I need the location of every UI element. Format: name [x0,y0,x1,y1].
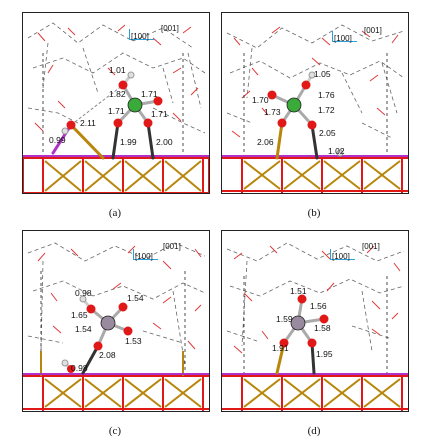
distance-label: 1.53 [125,336,142,346]
axis-indicator-icon [129,29,154,40]
distance-label: 0.99 [49,135,66,145]
direction-label-100: [100] [334,34,352,43]
distance-label: 1.54 [127,293,144,303]
distance-label: 2.06 [257,137,274,147]
distance-label: 1.73 [264,107,281,117]
panel-b-label: (b) [307,207,321,219]
direction-label-001: [001] [161,24,179,33]
distance-label: 1.99 [120,137,137,147]
distance-label: 1.05 [314,69,331,79]
distance-label: 1.95 [316,349,333,359]
panel-b-structure [222,24,408,193]
distance-label: 2.11 [80,118,96,128]
panel-c: [100] [001] 0.98 1.54 1.65 1.54 1.53 2.0… [22,230,210,412]
distance-label: 1.71 [141,89,158,99]
distance-label: 1.71 [151,109,168,119]
distance-label: 2.00 [156,137,173,147]
panel-a: [100] [001] 1.01 1.82 1.71 1.71 1.71 2.1… [22,12,210,194]
panel-d: [100] [001] 1.51 1.56 1.59 1.58 1.91 1.9… [221,230,409,412]
direction-label-001: [001] [163,242,181,251]
distance-label: 1.51 [290,286,307,296]
panel-d-structure [222,242,408,411]
distance-label: 1.54 [75,324,92,334]
distance-label: 1.56 [310,301,327,311]
panel-a-label: (a) [108,207,122,219]
panel-a-structure [23,22,209,193]
distance-label: 1.65 [71,310,88,320]
direction-label-001: [001] [364,26,382,35]
panel-c-structure [23,242,209,411]
distance-label: 1.72 [318,105,335,115]
direction-label-001: [001] [362,242,380,251]
distance-label: 2.05 [319,128,336,138]
axis-indicator-icon [133,249,158,260]
direction-label-100: [100] [332,252,350,261]
panel-b: [100] [001] 1.05 1.76 1.70 1.73 1.72 2.0… [221,12,409,194]
distance-label: 1.01 [109,65,126,75]
distance-label: 1.59 [276,314,293,324]
distance-label: 2.08 [99,350,116,360]
panel-d-label: (d) [307,425,321,437]
distance-label: 1.58 [314,323,331,333]
direction-label-100: [100] [135,252,153,261]
axis-indicator-icon [330,249,355,260]
panel-c-label: (c) [108,425,122,437]
distance-label: 1.71 [108,106,125,116]
distance-label: 1.70 [252,95,269,105]
distance-label: 1.02 [328,146,345,156]
distance-label: 1.91 [272,343,289,353]
distance-label: 1.82 [109,89,126,99]
distance-label: 0.98 [75,288,92,298]
distance-label: 0.98 [71,363,88,373]
distance-label: 1.76 [318,90,335,100]
axis-indicator-icon [332,31,357,42]
direction-label-100: [100] [131,32,149,41]
